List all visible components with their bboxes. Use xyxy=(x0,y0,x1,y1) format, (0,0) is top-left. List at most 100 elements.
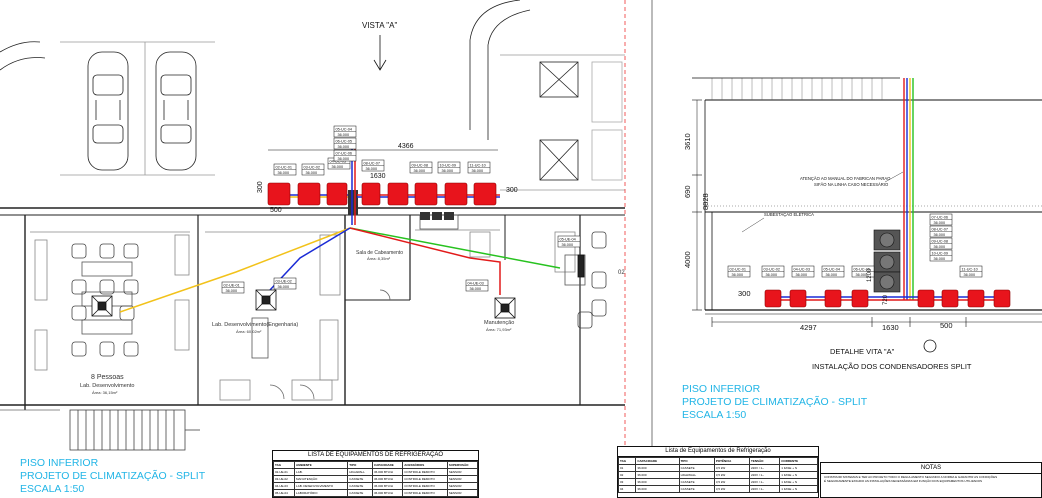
table-cell: 36.000 xyxy=(635,464,680,472)
table-cell: CASSETE xyxy=(347,482,373,490)
table-cell: SENSOR xyxy=(446,482,479,490)
tag-capacity: 36.000 xyxy=(766,273,778,277)
table-cell: HIGHWALL xyxy=(678,471,715,479)
table-cell: 3,5 kW xyxy=(713,471,751,479)
tag-capacity: 36.000 xyxy=(442,169,454,173)
dim-right-height: 300 xyxy=(506,187,518,194)
table-cell: 36.000 BTU/H xyxy=(371,482,404,490)
tag-capacity: 36.000 xyxy=(338,133,350,137)
detail-title-line1: PISO INFERIOR xyxy=(682,383,761,395)
table-cell: 02 xyxy=(617,471,637,479)
detail-title-line3: ESCALA 1:50 xyxy=(682,409,747,421)
table-cell: 3,5 kW xyxy=(713,485,751,493)
table-header-cell: TENSÃO xyxy=(748,457,781,465)
dim-300: 300 xyxy=(738,289,751,298)
detail-note-2: SIFÃO NA LINHA CASO NECESSÁRIO xyxy=(814,182,889,187)
condenser-stack xyxy=(873,229,901,293)
tag-id: 03-UE-02 xyxy=(276,280,292,284)
dim-1630: 1630 xyxy=(882,323,899,332)
table-cell: 1 FASE + N xyxy=(779,485,818,493)
tag-capacity: 36.000 xyxy=(934,233,946,237)
table-cell: 3,5 kW xyxy=(713,464,751,472)
table-cell: SENSOR xyxy=(446,475,479,483)
table-header-cell: CAPACIDADE xyxy=(371,461,404,469)
dim-h2: 690 xyxy=(683,185,692,198)
tag-capacity: 36.000 xyxy=(856,273,868,277)
tag-id: 02-UE-01 xyxy=(224,284,240,288)
table-cell: 36.000 BTU/H xyxy=(371,489,404,497)
room-people: 8 Pessoas xyxy=(91,374,124,381)
plan-title-line3: ESCALA 1:50 xyxy=(20,483,85,495)
tag-id: 03-UC-02 xyxy=(764,268,780,272)
plan-tags: 02-UC-0136.00003-UC-0236.00004-UC-0336.0… xyxy=(221,125,581,294)
plan-title-block: PISO INFERIOR PROJETO DE CLIMATIZAÇÃO - … xyxy=(20,457,205,496)
table-cell: CASSETE xyxy=(347,475,373,483)
floor-plan xyxy=(0,0,625,451)
cassette-icon xyxy=(91,295,113,317)
table-header-cell: CAPACIDADE xyxy=(635,457,680,465)
table-cell: CASSETE xyxy=(347,489,373,497)
detail-title-block: PISO INFERIOR PROJETO DE CLIMATIZAÇÃO - … xyxy=(682,383,867,422)
plan-dimensions: 4366 1630 500 300 300 xyxy=(257,143,518,214)
dim-h3: 4000 xyxy=(683,251,692,268)
table-cell: 36.000 BTU/H xyxy=(371,475,404,483)
table-cell: SENSOR xyxy=(446,468,479,476)
tag-capacity: 36.000 xyxy=(332,165,344,169)
columns xyxy=(348,190,454,220)
room-dev-area: Área: 36,15m² xyxy=(92,390,118,395)
dim-h1: 3610 xyxy=(683,133,692,150)
tag-id: 07-UC-06 xyxy=(932,216,948,220)
table-cell: 3,5 kW xyxy=(713,478,751,486)
table-cell: 1 FASE + N xyxy=(779,478,818,486)
table-header-cell: CORRENTE xyxy=(779,457,818,465)
dim-unit-height: 300 xyxy=(257,181,264,193)
tag-id: 07-UC-06 xyxy=(336,152,352,156)
notes-line-1: CONSTRUIR SISTEMAS E TER AO PROJETO TODO… xyxy=(824,475,998,479)
tag-id: 04-UE-03 xyxy=(468,282,484,286)
table-cell: SENSOR xyxy=(446,489,479,497)
table-cell: 220V / 1~ xyxy=(748,485,781,493)
dim-720: 720 xyxy=(883,294,889,305)
tag-id: 05-UE-04 xyxy=(560,238,576,242)
dim-4297: 4297 xyxy=(800,323,817,332)
table-cell: LABORATÓRIO xyxy=(294,489,349,497)
table-cell: 05-UE-04 xyxy=(272,489,296,497)
detail-dims: 3610 690 8828 4000 300 4297 1630 500 120… xyxy=(683,133,953,332)
section-symbol-icon xyxy=(923,339,937,353)
tag-id: 11-UC-10 xyxy=(962,268,978,272)
room-dev-name: Lab. Desenvolvimento xyxy=(80,383,134,389)
table-cell: LAB. xyxy=(294,468,349,476)
detail-title-line2: PROJETO DE CLIMATIZAÇÃO - SPLIT xyxy=(682,396,868,408)
cassette-units xyxy=(91,254,585,319)
table-cell: CASSETE xyxy=(678,464,715,472)
tag-id: 09-UC-08 xyxy=(932,240,948,244)
table-cell: CASSETE xyxy=(678,478,715,486)
condenser-row-plan xyxy=(267,182,497,206)
dim-h-total: 8828 xyxy=(701,193,710,210)
tag-capacity: 36.000 xyxy=(338,145,350,149)
tag-capacity: 36.000 xyxy=(732,273,744,277)
table-cell: 1 FASE + N xyxy=(779,471,818,479)
table-header-cell: AMBIENTE xyxy=(294,461,349,469)
table-header-cell: TAG xyxy=(272,461,296,469)
room-dev2-area: Área: 60,02m² xyxy=(236,329,262,334)
table-cell: 03 xyxy=(617,478,637,486)
room-manut-area: Área: 71,93m² xyxy=(486,327,512,332)
table-cell: 1 FASE + N xyxy=(779,464,818,472)
table-cell: 02-UE-01 xyxy=(272,468,296,476)
table-header-cell: TAG xyxy=(617,457,637,465)
